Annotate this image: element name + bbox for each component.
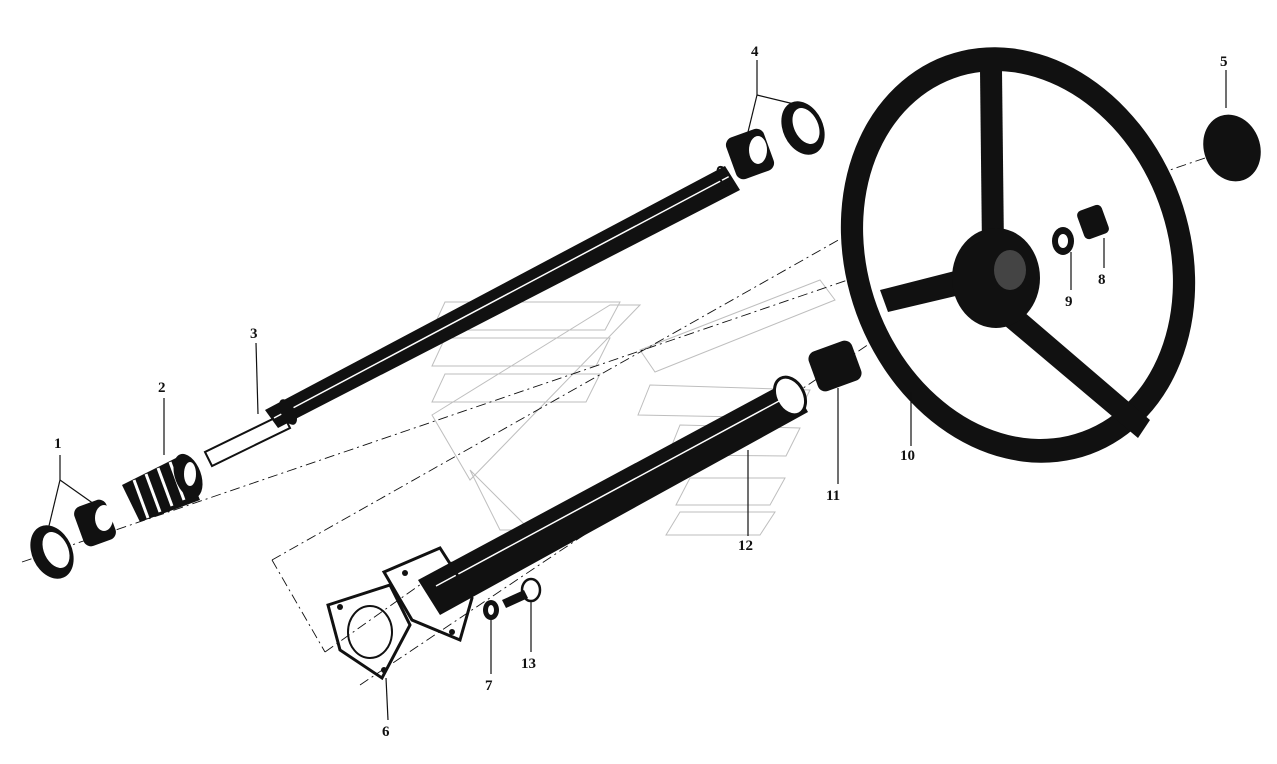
part-1-bearing [30,499,116,579]
callout-11: 11 [826,488,840,504]
leader-lines [47,60,1227,721]
callout-7: 7 [485,678,493,694]
part-4-bearing [725,101,825,180]
tube-flange [381,546,474,643]
callout-10: 10 [900,448,915,464]
callout-3: 3 [250,326,258,342]
callout-6: 6 [382,724,390,740]
callout-12: 12 [738,538,753,554]
part-9-washer [1052,227,1074,255]
part-12-column-tube [418,375,808,615]
part-2-worm [122,453,203,522]
part-13-bolt [502,577,542,608]
callout-9: 9 [1065,294,1073,310]
callout-13: 13 [521,656,536,672]
part-10-steering-wheel [840,47,1196,463]
callout-4: 4 [751,44,759,60]
callout-8: 8 [1098,272,1106,288]
part-8-nut [1077,204,1109,240]
callout-labels: 1 2 3 4 5 6 7 8 9 10 11 12 13 [54,44,1228,740]
callout-5: 5 [1220,54,1228,70]
callout-2: 2 [158,380,166,396]
part-3-steering-shaft [203,165,740,468]
part-5-horn-cap [1203,114,1261,182]
part-7-lock-washer [483,600,499,620]
part-6-gasket [326,583,412,681]
part-11-bushing [808,340,862,392]
callout-1: 1 [54,436,62,452]
